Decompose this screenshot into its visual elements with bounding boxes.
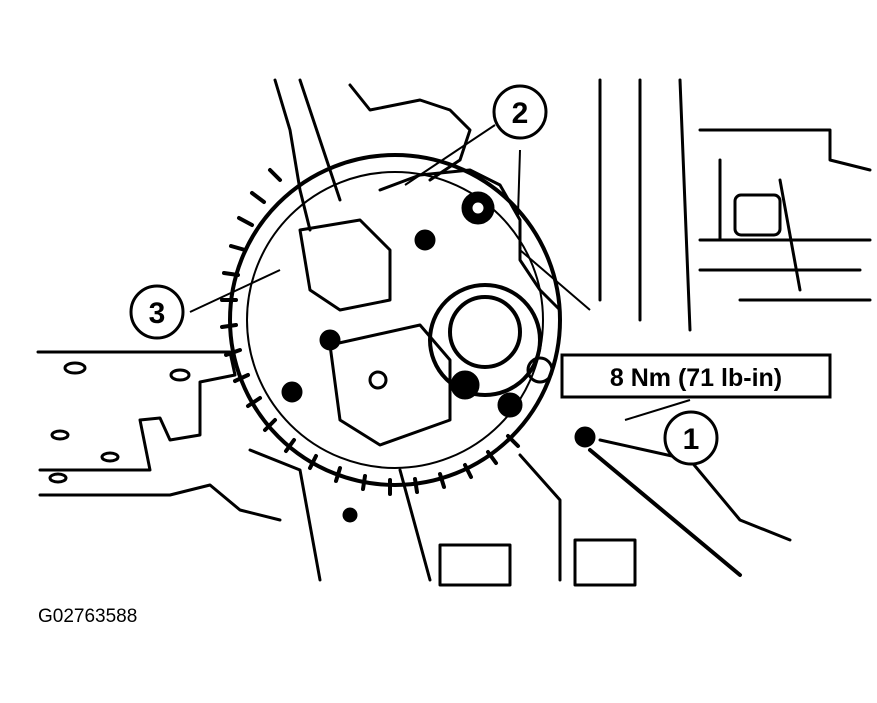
leader-spec xyxy=(519,249,591,311)
bolt-sensor-right-2 xyxy=(497,392,523,418)
leader-callout-2 xyxy=(404,124,496,186)
bolt-left xyxy=(281,381,303,403)
callout-3: 3 xyxy=(129,284,185,340)
leader-lines xyxy=(189,124,691,421)
right-bracket xyxy=(698,158,872,302)
bolts xyxy=(281,191,596,523)
sensor-plate xyxy=(328,323,452,447)
lower-frame xyxy=(248,438,792,582)
leader-callout-3 xyxy=(189,269,281,313)
bolt-bottom xyxy=(342,507,358,523)
callout-2-label: 2 xyxy=(512,97,529,130)
plate-slot-3 xyxy=(50,429,70,441)
left-plate xyxy=(36,350,237,472)
lower-block-left xyxy=(438,543,512,587)
callout-1: 1 xyxy=(663,410,719,466)
plate-slot-1 xyxy=(63,361,87,375)
bolt-sensor-left xyxy=(319,329,341,351)
boss-right xyxy=(526,356,554,384)
gear-ring-outer xyxy=(228,153,562,487)
right-connector xyxy=(733,193,782,237)
right-column xyxy=(598,78,872,332)
plate-slot-4 xyxy=(100,451,120,463)
support-rod xyxy=(588,448,742,577)
bolt-lower xyxy=(574,426,596,448)
sensor-hole xyxy=(368,370,388,390)
plate-slot-2 xyxy=(169,368,191,382)
bolt-upper-left xyxy=(414,229,436,251)
callout-3-label: 3 xyxy=(149,297,166,330)
hub-inner xyxy=(448,295,522,369)
upper-housing xyxy=(273,78,472,232)
leader-callout-1 xyxy=(624,399,691,421)
figure-id: G02763588 xyxy=(38,606,138,627)
upper-bracket xyxy=(378,168,562,312)
gear-teeth xyxy=(220,168,520,496)
bolt-upper-inner xyxy=(471,201,485,215)
plate-slot-5 xyxy=(48,472,68,484)
bolt-sensor-right xyxy=(450,370,480,400)
gear-ring-inner xyxy=(246,171,544,469)
leader-callout-2b xyxy=(517,149,521,216)
torque-spec-label: 8 Nm (71 lb-in) xyxy=(610,364,782,392)
line-art xyxy=(36,78,872,587)
lower-block-right xyxy=(573,538,637,587)
left-plate-lower xyxy=(38,483,282,522)
torque-spec-box: 8 Nm (71 lb-in) xyxy=(560,353,832,399)
callout-1-label: 1 xyxy=(683,423,700,456)
callout-2: 2 xyxy=(492,84,548,140)
hub-outer xyxy=(428,283,542,397)
sensor-body xyxy=(298,218,392,312)
